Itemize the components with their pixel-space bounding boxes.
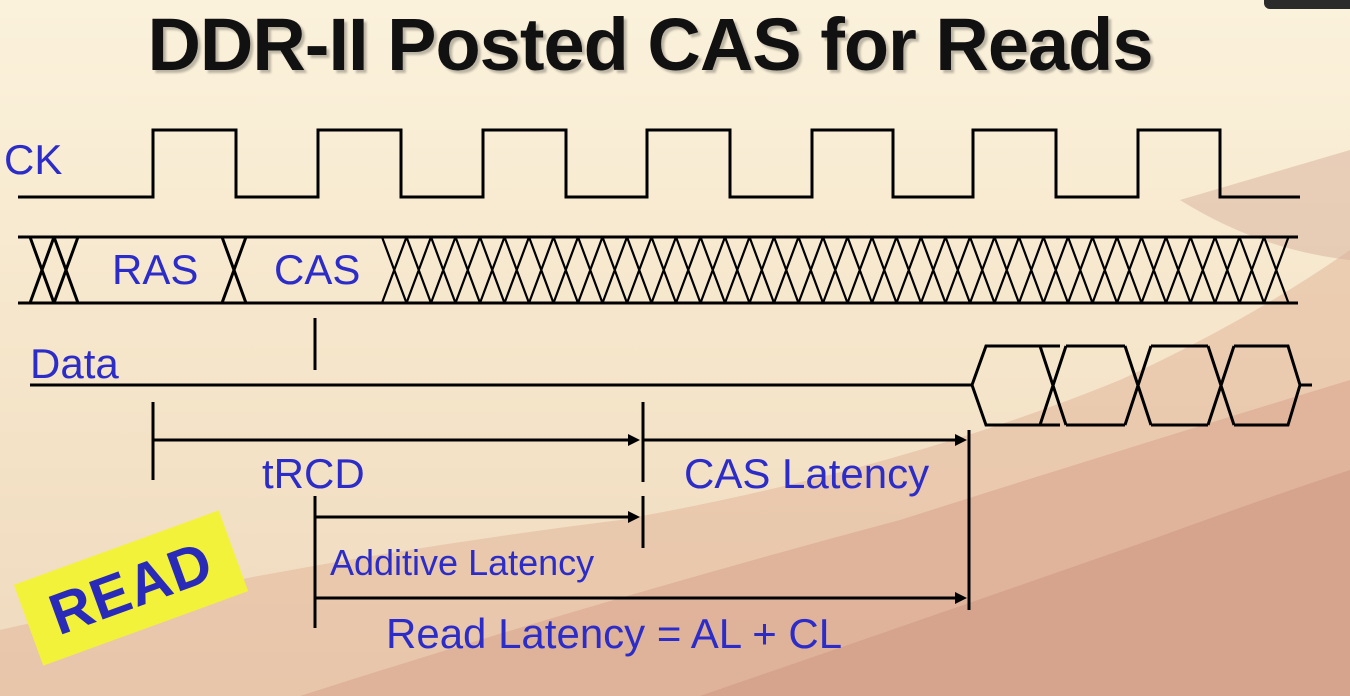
data-burst xyxy=(970,344,1312,427)
slide-title: DDR-II Posted CAS for Reads xyxy=(147,3,1153,86)
cas-label: CAS xyxy=(274,246,360,293)
clock-waveform xyxy=(18,128,1300,199)
crosshatch-pattern xyxy=(380,236,1290,304)
clock-label: CK xyxy=(4,136,62,183)
ras-label: RAS xyxy=(112,246,198,293)
data-label: Data xyxy=(30,340,119,387)
cas-latency-label: CAS Latency xyxy=(684,450,929,497)
trcd-label: tRCD xyxy=(262,450,365,497)
timing-brackets xyxy=(151,402,971,628)
command-bus xyxy=(18,235,1298,305)
read-latency-label: Read Latency = AL + CL xyxy=(386,610,842,657)
additive-latency-label: Additive Latency xyxy=(330,542,594,583)
window-corner-tab xyxy=(1264,0,1350,9)
timing-arrowheads xyxy=(628,434,967,604)
command-bus-dont-care xyxy=(380,236,1290,304)
